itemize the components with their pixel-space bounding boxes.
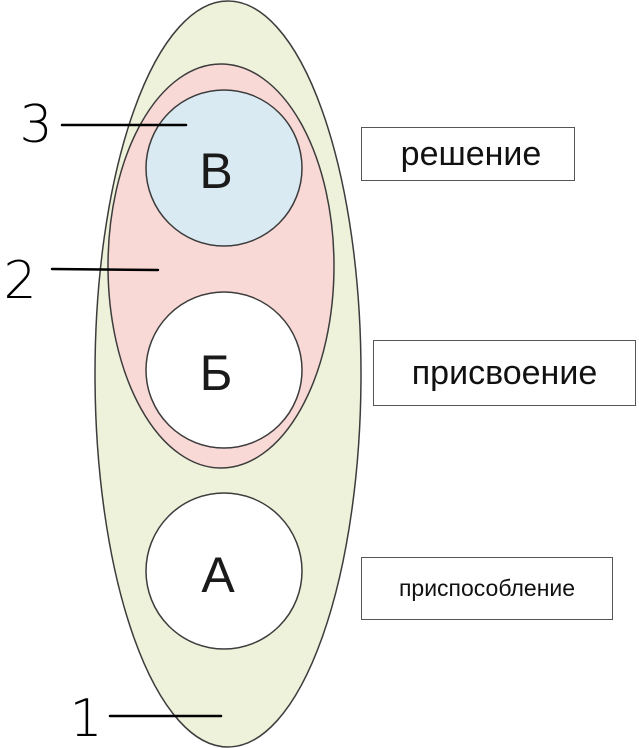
circle-v-letter: В bbox=[199, 143, 232, 199]
label-appropriation: присвоение bbox=[373, 340, 636, 406]
circle-a bbox=[145, 492, 303, 650]
label-adaptation: приспособление bbox=[361, 557, 613, 620]
circle-v bbox=[145, 89, 303, 247]
label-solution: решение bbox=[361, 127, 575, 181]
circle-a-letter: А bbox=[201, 547, 235, 603]
marker-3: 3 bbox=[19, 95, 52, 155]
circle-b bbox=[145, 291, 303, 449]
marker-2: 2 bbox=[3, 251, 36, 311]
leader-line-2 bbox=[50, 267, 160, 272]
marker-1: 1 bbox=[69, 689, 102, 748]
circle-b-letter: Б bbox=[200, 345, 233, 401]
